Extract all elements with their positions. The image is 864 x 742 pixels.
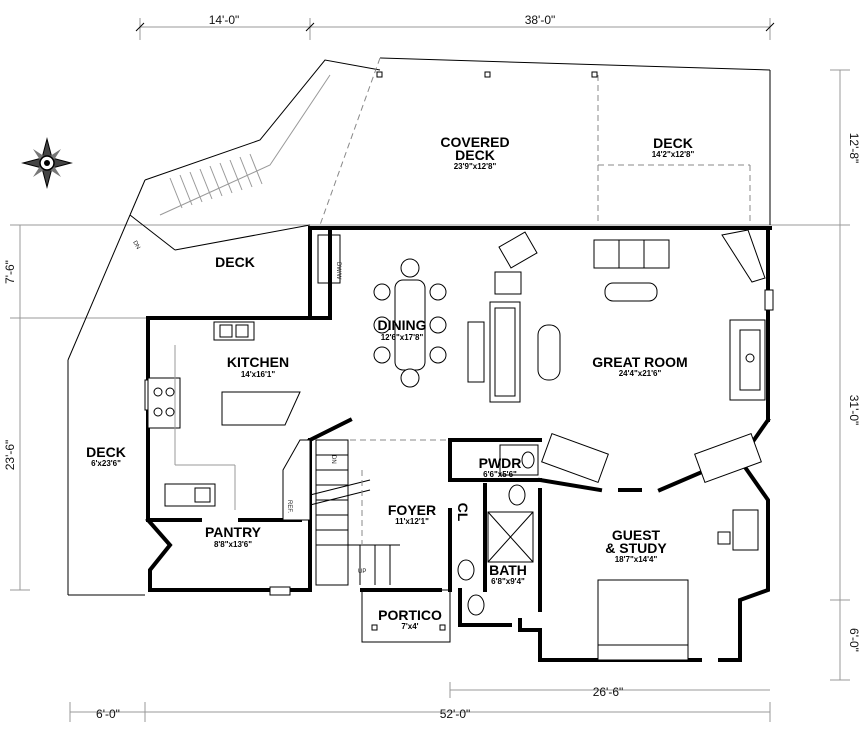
room-deck-top: DECK 14'2"x12'8"	[652, 135, 695, 159]
stair-up: UP	[358, 569, 366, 575]
compass-rose-icon	[21, 137, 73, 189]
guest-name-1: GUEST	[612, 527, 661, 543]
pantry-name: PANTRY	[205, 524, 262, 540]
dim-bottom-total: 52'-0"	[440, 707, 471, 721]
covered-deck-size: 23'9"x12'8"	[454, 162, 497, 171]
portico-box	[361, 589, 451, 643]
portico-name: PORTICO	[378, 607, 442, 623]
deck-outlines	[67, 57, 771, 596]
room-kitchen: KITCHEN 14'x16'1"	[227, 354, 289, 379]
dining-set	[373, 258, 447, 388]
room-great-room: GREAT ROOM 24'4"x21'6"	[592, 354, 687, 378]
covered-deck-name-2: DECK	[455, 147, 495, 163]
dim-top-right: 38'-0"	[525, 13, 556, 27]
dim-bottom-left: 6'-0"	[96, 707, 120, 721]
room-foyer: FOYER 11'x12'1"	[388, 502, 436, 526]
kitchen-name: KITCHEN	[227, 354, 289, 370]
dim-top-left: 14'-0"	[209, 13, 240, 27]
dim-right-top: 12'-8"	[847, 133, 861, 164]
kitchen-size: 14'x16'1"	[241, 370, 276, 379]
great-room-size: 24'4"x21'6"	[619, 369, 662, 378]
bath-name: BATH	[489, 562, 527, 578]
room-guest: GUEST & STUDY 18'7"x14'4"	[605, 527, 667, 564]
portico-size: 7'x4'	[401, 622, 418, 631]
covered-deck-name-1: COVERED	[440, 134, 509, 150]
dim-guest-width: 26'-6"	[593, 685, 624, 699]
washer-dryer-label: DW/W	[335, 262, 341, 280]
pwdr-name: PWDR	[479, 455, 522, 471]
pantry-size: 8'8"x13'6"	[214, 540, 252, 549]
great-room-name: GREAT ROOM	[592, 354, 687, 370]
dining-name: DINING	[378, 317, 427, 333]
pwdr-size: 6'6"x5'6"	[483, 470, 517, 479]
guest-furniture	[597, 509, 759, 661]
dining-size: 12'6"x17'8"	[381, 333, 424, 342]
stairs	[282, 439, 450, 586]
dim-right-mid: 31'-0"	[847, 395, 861, 426]
room-bath: BATH 6'8"x9'4"	[489, 562, 527, 586]
dimension-lines	[10, 18, 850, 722]
room-pantry: PANTRY 8'8"x13'6"	[205, 524, 262, 549]
dim-left-top: 7'-6"	[3, 260, 17, 284]
room-dining: DINING 12'6"x17'8"	[378, 317, 427, 342]
great-room-furniture	[467, 229, 766, 483]
stair-dn-main: DN	[330, 455, 336, 464]
room-deck-left: DECK 6'x23'6"	[86, 444, 126, 468]
deck-left-name: DECK	[86, 444, 126, 460]
deck-upper-left-name: DECK	[215, 254, 255, 270]
dim-right-bottom: 6'-0"	[847, 628, 861, 652]
room-pwdr: PWDR 6'6"x5'6"	[479, 455, 522, 479]
bath-size: 6'8"x9'4"	[491, 577, 525, 586]
cl-name: CL	[455, 503, 471, 522]
deck-top-name: DECK	[653, 135, 693, 151]
room-portico: PORTICO 7'x4'	[378, 607, 442, 631]
kitchen-fixtures: DW/W	[147, 234, 341, 510]
room-covered-deck: COVERED DECK 23'9"x12'8"	[440, 134, 509, 171]
foyer-name: FOYER	[388, 502, 436, 518]
foyer-size: 11'x12'1"	[395, 517, 429, 526]
bath-fixtures	[457, 444, 539, 616]
deck-left-size: 6'x23'6"	[91, 459, 121, 468]
deck-top-size: 14'2"x12'8"	[652, 150, 695, 159]
stair-dn-upper: DN	[131, 240, 141, 251]
dim-left-mid: 23'-6"	[3, 440, 17, 471]
guest-name-2: & STUDY	[605, 540, 667, 556]
guest-size: 18'7"x14'4"	[615, 555, 658, 564]
ref-label: REF.	[286, 500, 292, 513]
